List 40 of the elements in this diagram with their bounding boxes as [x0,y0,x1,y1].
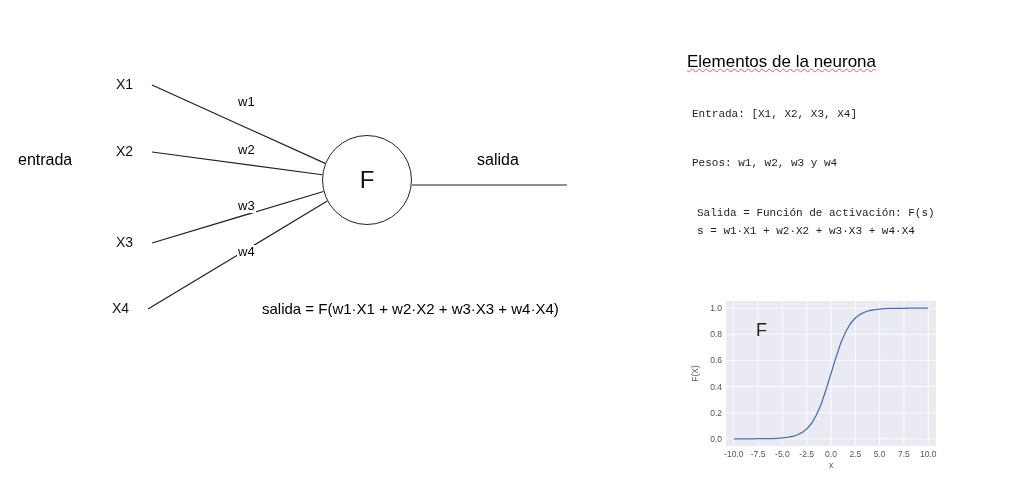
definition-text: Entrada: [X1, X2, X3, X4] [692,108,858,120]
tick-label: 0.0 [825,449,837,459]
axis-title: x [828,460,834,470]
input-side-label: entrada [18,151,73,169]
connector-line [147,200,328,310]
edge-label: salida [476,153,520,167]
tick-label: -7.5 [750,449,766,459]
tick-label: 0.8 [710,329,722,340]
tick-label: 10.0 [919,449,937,459]
tick-label: 5.0 [873,449,886,459]
section-heading: Elementos de la neurona [687,52,877,72]
definition-text: Salida = Función de activación: F(s) [697,207,935,219]
tick-label: -10.0 [724,449,744,459]
tick-label: 0.6 [710,355,722,366]
tick-label: 0.2 [710,407,722,418]
formula-text: salida = F(w1·X1 + w2·X2 + w3·X3 + w4·X4) [262,300,559,317]
input-label: X3 [116,234,134,250]
input-label: X1 [116,76,134,92]
edge-label: w1 [237,95,256,109]
edge-label: w4 [237,245,256,259]
definition-text: s = w1·X1 + w2·X2 + w3·X3 + w4·X4 [697,225,915,237]
axis-title: F(X) [690,365,700,382]
tick-label: 1.0 [710,303,722,314]
tick-label: 0.4 [710,381,722,392]
neuron-circle: F [322,135,412,225]
connector-line [151,84,326,164]
tick-label: -5.0 [775,449,790,459]
connector-line [411,184,568,186]
tick-label: 2.5 [849,449,862,459]
edge-label: w3 [237,199,256,213]
connector-line [151,151,323,176]
chart-title: F [756,320,767,340]
definition-text: Pesos: w1, w2, w3 y w4 [692,157,838,169]
input-label: X4 [112,300,130,316]
edge-label: w2 [237,143,256,157]
tick-label: -2.5 [799,449,814,459]
tick-label: 7.5 [898,449,910,459]
connector-line [151,190,325,244]
input-label: X2 [116,143,134,159]
tick-label: 0.0 [710,433,722,444]
